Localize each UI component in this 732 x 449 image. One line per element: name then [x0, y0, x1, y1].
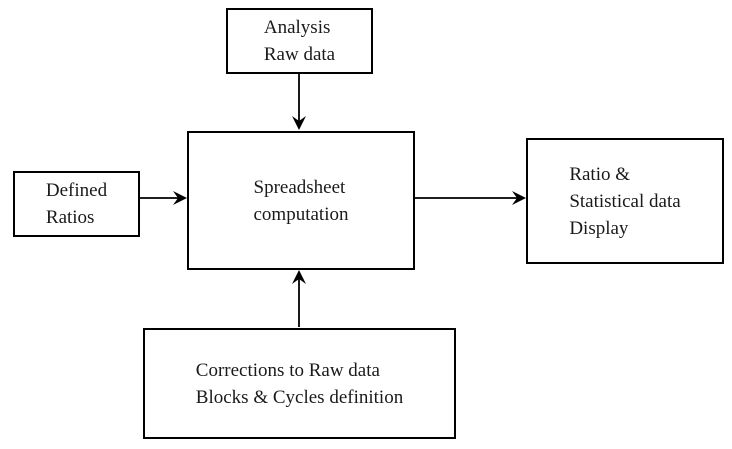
node-text-line: Statistical data: [569, 190, 681, 212]
node-analysis-text: Analysis Raw data: [264, 14, 335, 68]
node-text-line: Raw data: [263, 44, 336, 65]
node-text-line: Defined: [45, 180, 108, 201]
node-defined-ratios: Defined Ratios: [13, 171, 140, 237]
arrowhead-right-icon: [512, 191, 526, 205]
arrowhead-up-icon: [292, 270, 306, 284]
node-text-line: Spreadsheet: [253, 176, 346, 198]
node-defined-ratios-text: Defined Ratios: [46, 177, 107, 231]
node-corrections-blocks-cycles: Corrections to Raw data Blocks & Cycles …: [143, 328, 456, 439]
node-corrections-text: Corrections to Raw data Blocks & Cycles …: [196, 357, 403, 411]
arrow-analysis-to-spreadsheet: [292, 74, 306, 130]
node-ratio-statistical-display: Ratio & Statistical data Display: [526, 138, 724, 264]
node-spreadsheet-text: Spreadsheet computation: [254, 174, 349, 228]
node-text-line: Ratios: [45, 207, 95, 228]
node-display-text: Ratio & Statistical data Display: [569, 161, 680, 242]
arrow-corrections-to-spreadsheet: [292, 270, 306, 327]
node-text-line: computation: [253, 203, 349, 225]
node-text-line: Display: [569, 217, 629, 239]
arrow-defined-ratios-to-spreadsheet: [140, 191, 187, 205]
node-spreadsheet-computation: Spreadsheet computation: [187, 131, 415, 270]
node-text-line: Blocks & Cycles definition: [195, 386, 404, 408]
arrowhead-right-icon: [173, 191, 187, 205]
node-analysis-raw-data: Analysis Raw data: [226, 8, 373, 74]
arrowhead-down-icon: [292, 116, 306, 130]
node-text-line: Analysis: [263, 17, 331, 38]
node-text-line: Ratio &: [569, 163, 631, 185]
arrow-spreadsheet-to-display: [415, 191, 526, 205]
node-text-line: Corrections to Raw data: [195, 359, 380, 381]
